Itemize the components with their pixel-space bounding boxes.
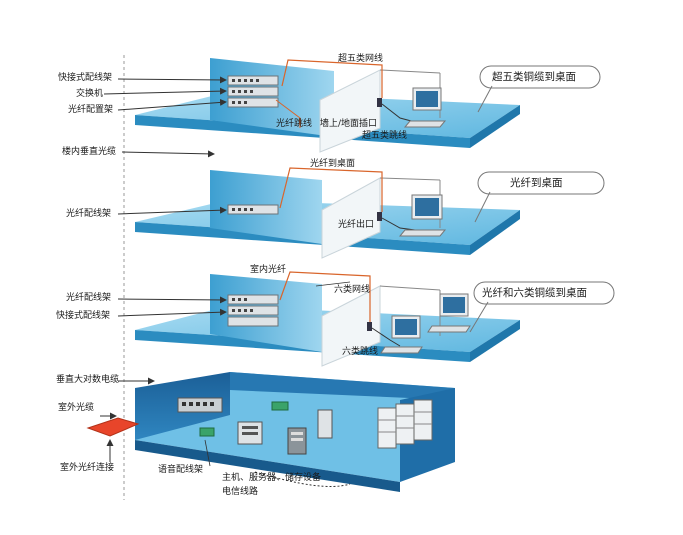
floor-1-rack bbox=[227, 75, 279, 108]
label-outdoor-fiber-cable: 室外光缆 bbox=[58, 403, 95, 413]
storage-cabinets bbox=[377, 399, 433, 449]
server-unit-2 bbox=[287, 427, 307, 455]
label-building-vertical-fiber: 楼内垂直光缆 bbox=[62, 147, 117, 157]
green-module-2 bbox=[199, 427, 215, 437]
server-unit-1 bbox=[237, 421, 263, 445]
label-fiber-patch-panel-2: 光纤配线架 bbox=[66, 209, 112, 219]
label-fiber-patch-panel-3: 光纤配线架 bbox=[66, 293, 112, 303]
floor-3-callout-text: 光纤和六类铜缆到桌面 bbox=[482, 287, 587, 299]
label-quick-patch-panel-3: 快接式配线架 bbox=[56, 311, 111, 321]
label-outdoor-fiber-connection: 室外光纤连接 bbox=[60, 463, 115, 473]
floor-1-wall-outlet-label: 墙上/地面插口 bbox=[320, 119, 378, 129]
floor-2-fiber-outlet-label: 光纤出口 bbox=[338, 220, 375, 230]
floor-3-partition bbox=[321, 285, 381, 367]
floor-2 bbox=[135, 167, 520, 259]
floor-1-cat5-cable bbox=[281, 59, 383, 98]
equipment-room bbox=[135, 372, 455, 492]
telecom-line-path bbox=[254, 471, 351, 488]
voice-patch-panel bbox=[177, 397, 223, 413]
floor-2-computer bbox=[398, 194, 447, 237]
floor-2-fiber-to-desktop-label: 光纤到桌面 bbox=[310, 159, 356, 169]
floor-3-indoor-fiber-label: 室内光纤 bbox=[250, 265, 287, 275]
server-unit-3 bbox=[317, 409, 333, 439]
floor-1-cat5-network-cable-label: 超五类网线 bbox=[338, 54, 384, 64]
floor-2-callout bbox=[474, 171, 605, 223]
floor-1-fiber-jumper-label: 光纤跳线 bbox=[276, 119, 313, 129]
left-arrows bbox=[100, 76, 227, 462]
floor-1-cat5-jumper-label: 超五类跳线 bbox=[362, 131, 408, 141]
floor-1-callout-text: 超五类铜缆到桌面 bbox=[492, 71, 576, 83]
floor-3-cat6-network-cable-label: 六类网线 bbox=[334, 285, 371, 295]
host-server-storage-label: 主机、服务器、储存设备 bbox=[222, 473, 322, 483]
voice-patch-panel-label: 语音配线架 bbox=[158, 465, 204, 475]
label-switch: 交换机 bbox=[76, 89, 104, 99]
floor-3-computer-1 bbox=[427, 293, 471, 333]
floor-2-rack bbox=[227, 204, 279, 215]
floor-1-computer bbox=[403, 87, 447, 128]
floor-3-cat6-jumper-label: 六类跳线 bbox=[342, 347, 379, 357]
floor-3-computer-2 bbox=[380, 315, 423, 354]
floor-1-wall-outlet bbox=[377, 98, 382, 107]
floor-2-callout-text: 光纤到桌面 bbox=[510, 177, 563, 189]
telecom-line-label: 电信线路 bbox=[222, 487, 259, 497]
floor-3-callout bbox=[469, 281, 615, 333]
floor-1-partition bbox=[319, 69, 381, 153]
floor-1-callout bbox=[477, 65, 601, 113]
floor-2-fiber-cable bbox=[279, 167, 383, 212]
label-fiber-distribution-frame-top: 光纤配置架 bbox=[68, 105, 114, 115]
label-vertical-multipair-cable: 垂直大对数电缆 bbox=[56, 375, 120, 385]
label-quick-patch-panel-top: 快接式配线架 bbox=[58, 73, 113, 83]
floor-3 bbox=[135, 271, 520, 367]
outdoor-fiber-pad bbox=[86, 417, 140, 437]
floor-1 bbox=[135, 58, 520, 153]
floor-3-fiber-cable bbox=[279, 271, 371, 322]
floor-2-partition bbox=[321, 177, 381, 259]
green-module-1 bbox=[271, 401, 289, 411]
floor-3-rack bbox=[227, 294, 279, 327]
